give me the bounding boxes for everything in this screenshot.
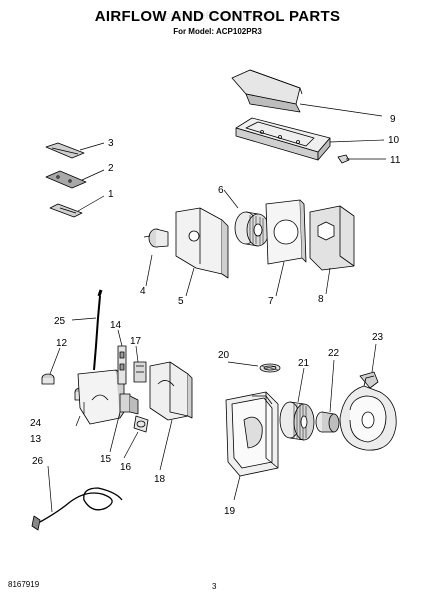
- part-9-top-cover: [231, 69, 303, 113]
- part-22-motor: [315, 411, 340, 433]
- part-7-plate: [265, 199, 307, 265]
- callout-26: 26: [32, 456, 44, 467]
- part-14-switch: [117, 345, 127, 385]
- document-number: 8167919: [8, 580, 40, 589]
- part-19-blower-housing: [225, 391, 279, 477]
- part-11-clip: [337, 154, 350, 164]
- part-15-thermostat: [119, 393, 139, 415]
- part-1-board: [49, 203, 83, 218]
- callout-14: 14: [110, 320, 122, 331]
- page-title: AIRFLOW AND CONTROL PARTS: [94, 8, 341, 25]
- part-4-motor: [143, 228, 169, 248]
- model-subtitle: For Model: ACP102PR3: [173, 27, 262, 36]
- part-8-filter-panel: [309, 205, 355, 271]
- part-12-clip: [41, 373, 55, 385]
- page-number: 3: [212, 582, 217, 591]
- callout-19: 19: [224, 506, 236, 517]
- part-2-board: [45, 170, 87, 189]
- callout-12: 12: [56, 338, 68, 349]
- callout-3: 3: [108, 138, 114, 149]
- callout-17: 17: [130, 336, 142, 347]
- part-26-power-cord: [31, 487, 123, 531]
- callout-5: 5: [178, 296, 184, 307]
- part-10-control-frame: [235, 117, 331, 161]
- callout-16: 16: [120, 462, 132, 473]
- callout-7: 7: [268, 296, 274, 307]
- callout-8: 8: [318, 294, 324, 305]
- part-17-relay: [133, 361, 147, 383]
- callout-2: 2: [108, 163, 114, 174]
- callout-23: 23: [372, 332, 384, 343]
- part-16-capacitor: [133, 415, 149, 433]
- leader-lines: [47, 103, 386, 513]
- callout-18: 18: [154, 474, 166, 485]
- callout-13: 13: [30, 434, 42, 445]
- callout-22: 22: [328, 348, 340, 359]
- part-21-blower-wheel: [279, 401, 315, 441]
- callout-11: 11: [390, 155, 401, 166]
- part-3-plate: [45, 142, 85, 159]
- part-5-bracket: [175, 207, 229, 279]
- part-23-scroll-housing: [339, 371, 397, 451]
- callout-20: 20: [218, 350, 230, 361]
- part-25-sensor-tube: [93, 289, 103, 371]
- callout-9: 9: [390, 114, 396, 125]
- callout-4: 4: [140, 286, 146, 297]
- part-20-grommet: [259, 363, 281, 373]
- callout-15: 15: [100, 454, 112, 465]
- callout-24: 24: [30, 418, 42, 429]
- part-13-control-bracket: [77, 369, 125, 425]
- callout-25: 25: [54, 316, 66, 327]
- part-6-blower-wheel: [234, 211, 270, 247]
- callout-numbers: 9 10 11 3 2 1 6 4 5 7 8 25 14 17 12 24 1…: [30, 114, 401, 517]
- part-18-bracket: [149, 361, 193, 421]
- callout-21: 21: [298, 358, 310, 369]
- callout-1: 1: [108, 189, 114, 200]
- callout-6: 6: [218, 185, 224, 196]
- callout-10: 10: [388, 135, 400, 146]
